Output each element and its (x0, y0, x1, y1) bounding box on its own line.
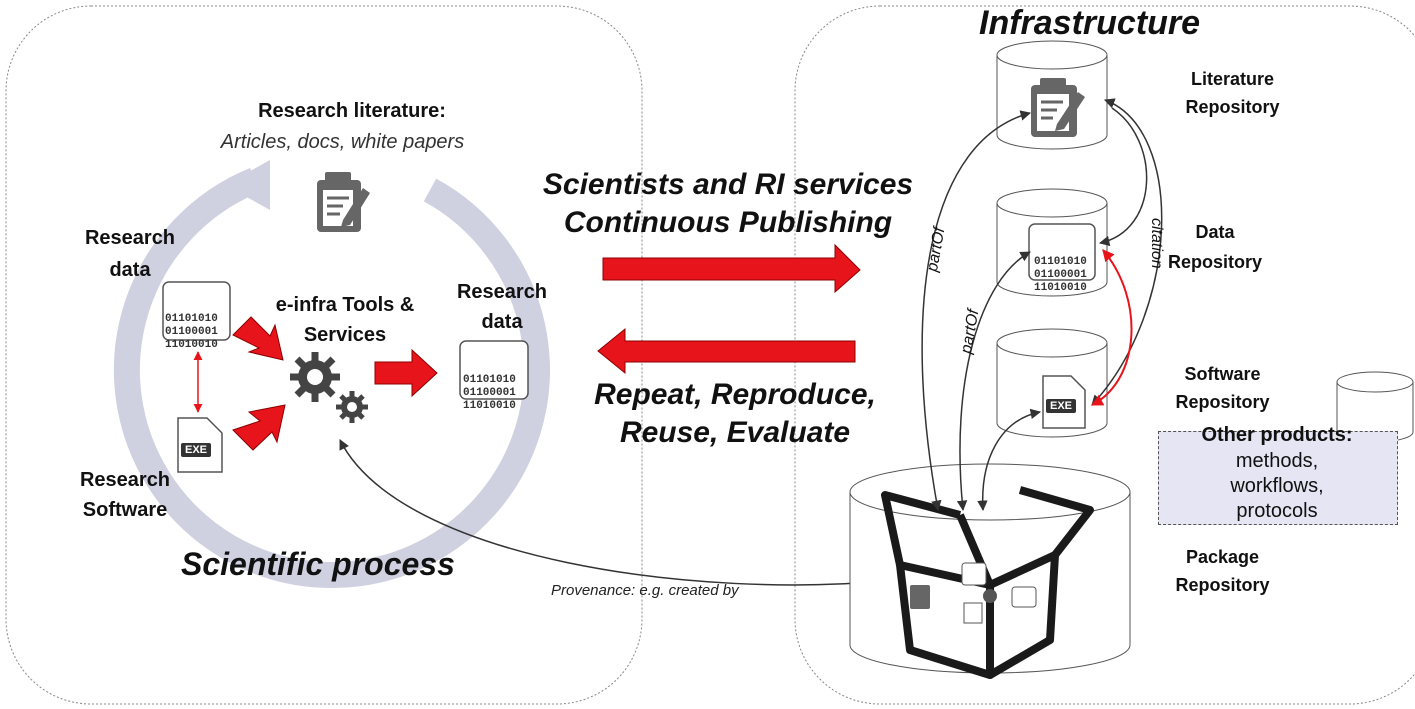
edge-citation-literature-software (1091, 98, 1163, 406)
exe-label-left: EXE (181, 443, 212, 457)
process-cycle-arrowhead (225, 160, 270, 210)
binary-box-left (162, 281, 231, 341)
repeat-arrow (597, 327, 856, 375)
package-exe-icon (963, 602, 983, 624)
literature-repo-document-icon (1031, 78, 1085, 137)
provenance-arrow (339, 439, 897, 587)
other-products-list: methods,workflows,protocols (1230, 450, 1324, 522)
infrastructure-title: Infrastructure (979, 4, 1201, 42)
literature-document-icon (317, 172, 370, 232)
package-gears-icon (983, 589, 997, 603)
other-products-cylinder (1336, 371, 1414, 443)
repeat-label: Repeat, Reproduce,Reuse, Evaluate (594, 378, 876, 449)
package-binary-icon (961, 562, 987, 586)
binary-box-right (459, 340, 529, 400)
exe-label-repo: EXE (1046, 399, 1077, 413)
gears-icon (290, 352, 368, 423)
edge-data-software-red (1090, 249, 1133, 406)
literature-subtitle: Articles, docs, white papers (220, 131, 465, 153)
package-doc-icon (910, 585, 930, 609)
left-panel (5, 5, 643, 705)
edge-package-software (977, 408, 1042, 512)
process-cycle (113, 167, 550, 588)
edge-package-literature (921, 110, 1032, 512)
arrow-data-to-tools (232, 316, 284, 361)
edge-label-citation: citation (1148, 218, 1165, 269)
literature-title: Research literature: (258, 100, 446, 122)
arrow-tools-to-data (374, 348, 438, 398)
other-products-title: Other products: (1201, 424, 1353, 446)
arrow-software-to-tools (232, 404, 286, 451)
scientific-process-label: Scientific process (181, 546, 455, 582)
publishing-arrow (602, 243, 861, 294)
provenance-label: Provenance: e.g. created by (551, 582, 739, 599)
edge-citation-literature-data (1098, 107, 1148, 247)
tools-services-label: e-infra Tools &Services (275, 294, 415, 346)
package-binary-icon-2 (1011, 586, 1037, 608)
edge-package-data (956, 251, 1031, 512)
other-products-box (1158, 431, 1398, 525)
